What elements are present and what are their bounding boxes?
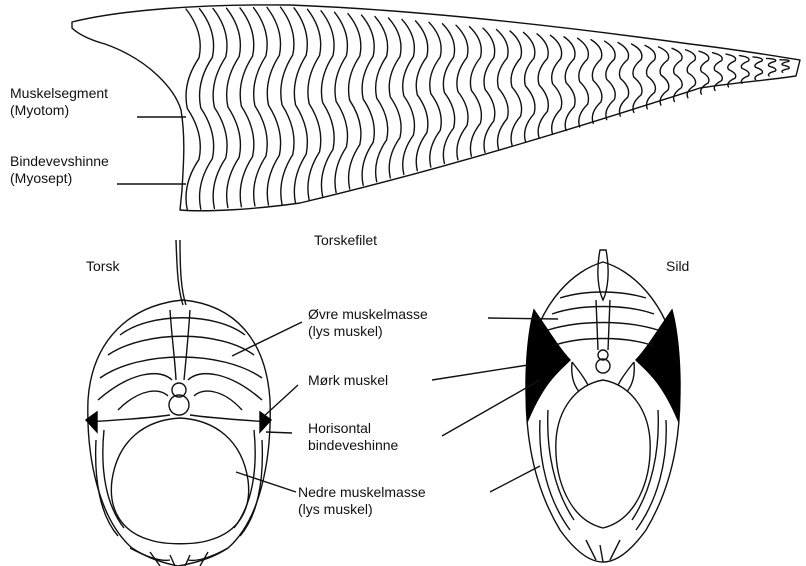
- myotome-line: [362, 15, 375, 185]
- caption-fillet: Torskefilet: [314, 232, 377, 249]
- myotome-line: [645, 45, 655, 108]
- myotome-line: [605, 41, 616, 120]
- cod-body-cavity: [111, 418, 248, 544]
- myotome-line: [537, 34, 548, 138]
- myotome-line: [591, 40, 602, 124]
- myotome-line: [740, 56, 750, 84]
- label-muscle-segment: Muskelsegment (Myotom): [10, 85, 108, 119]
- myotome-line: [200, 9, 214, 209]
- myotome-line: [375, 17, 388, 182]
- myotome-line: [267, 7, 281, 205]
- myotome-line: [726, 54, 736, 87]
- myotome-lines: [186, 7, 789, 210]
- leader-horizontal-sheath-cod: [266, 432, 292, 433]
- myotome-line: [416, 21, 428, 171]
- myotome-line: [659, 47, 669, 105]
- myotome-line: [497, 30, 509, 149]
- cod-cross-section: [86, 240, 271, 566]
- caption-herring: Sild: [666, 258, 689, 275]
- caption-cod: Torsk: [86, 258, 119, 275]
- leader-upper-muscle-herring: [488, 318, 558, 319]
- myotome-line: [186, 9, 200, 210]
- myotome-line: [618, 43, 629, 117]
- myotome-line: [335, 12, 348, 192]
- myotome-line: [348, 14, 361, 189]
- leader-dark-muscle-herring: [432, 365, 528, 380]
- myotome-line: [578, 38, 589, 127]
- myotome-line: [564, 37, 575, 131]
- myotome-line: [510, 31, 522, 145]
- myotome-line: [753, 57, 763, 80]
- myotome-line: [483, 28, 495, 152]
- myotome-line: [389, 18, 402, 178]
- myotome-line: [308, 9, 321, 200]
- leader-lower-muscle-herring: [490, 466, 540, 492]
- myotome-line: [780, 60, 789, 72]
- myotome-line: [524, 32, 535, 141]
- myotome-line: [767, 58, 776, 76]
- label-lower-muscle-mass: Nedre muskelmasse (lys muskel): [298, 484, 426, 518]
- myotome-line: [321, 11, 334, 197]
- label-connective-sheath: Bindevevshinne (Myosept): [10, 153, 109, 187]
- myotome-line: [240, 8, 254, 207]
- myotome-line: [470, 27, 482, 157]
- herring-body-cavity: [556, 380, 650, 528]
- leader-dark-muscle-cod: [262, 385, 298, 418]
- myotome-line: [632, 44, 643, 112]
- fillet-outline: [72, 5, 800, 211]
- herring-cross-section: [526, 250, 680, 562]
- myotome-line: [402, 19, 414, 174]
- myotome-line: [551, 35, 562, 134]
- label-horizontal-sheath: Horisontal bindeveshinne: [308, 420, 398, 454]
- myotome-line: [254, 8, 268, 206]
- myotome-line: [227, 8, 241, 207]
- leader-horizontal-sheath-herring: [442, 380, 540, 436]
- myotome-line: [429, 22, 441, 167]
- myotome-line: [294, 8, 307, 204]
- myotome-line: [281, 7, 295, 204]
- myotome-line: [456, 25, 468, 160]
- label-dark-muscle: Mørk muskel: [308, 372, 388, 389]
- myotome-line: [443, 24, 455, 164]
- myotome-line: [213, 8, 227, 208]
- label-upper-muscle-mass: Øvre muskelmasse (lys muskel): [308, 306, 428, 340]
